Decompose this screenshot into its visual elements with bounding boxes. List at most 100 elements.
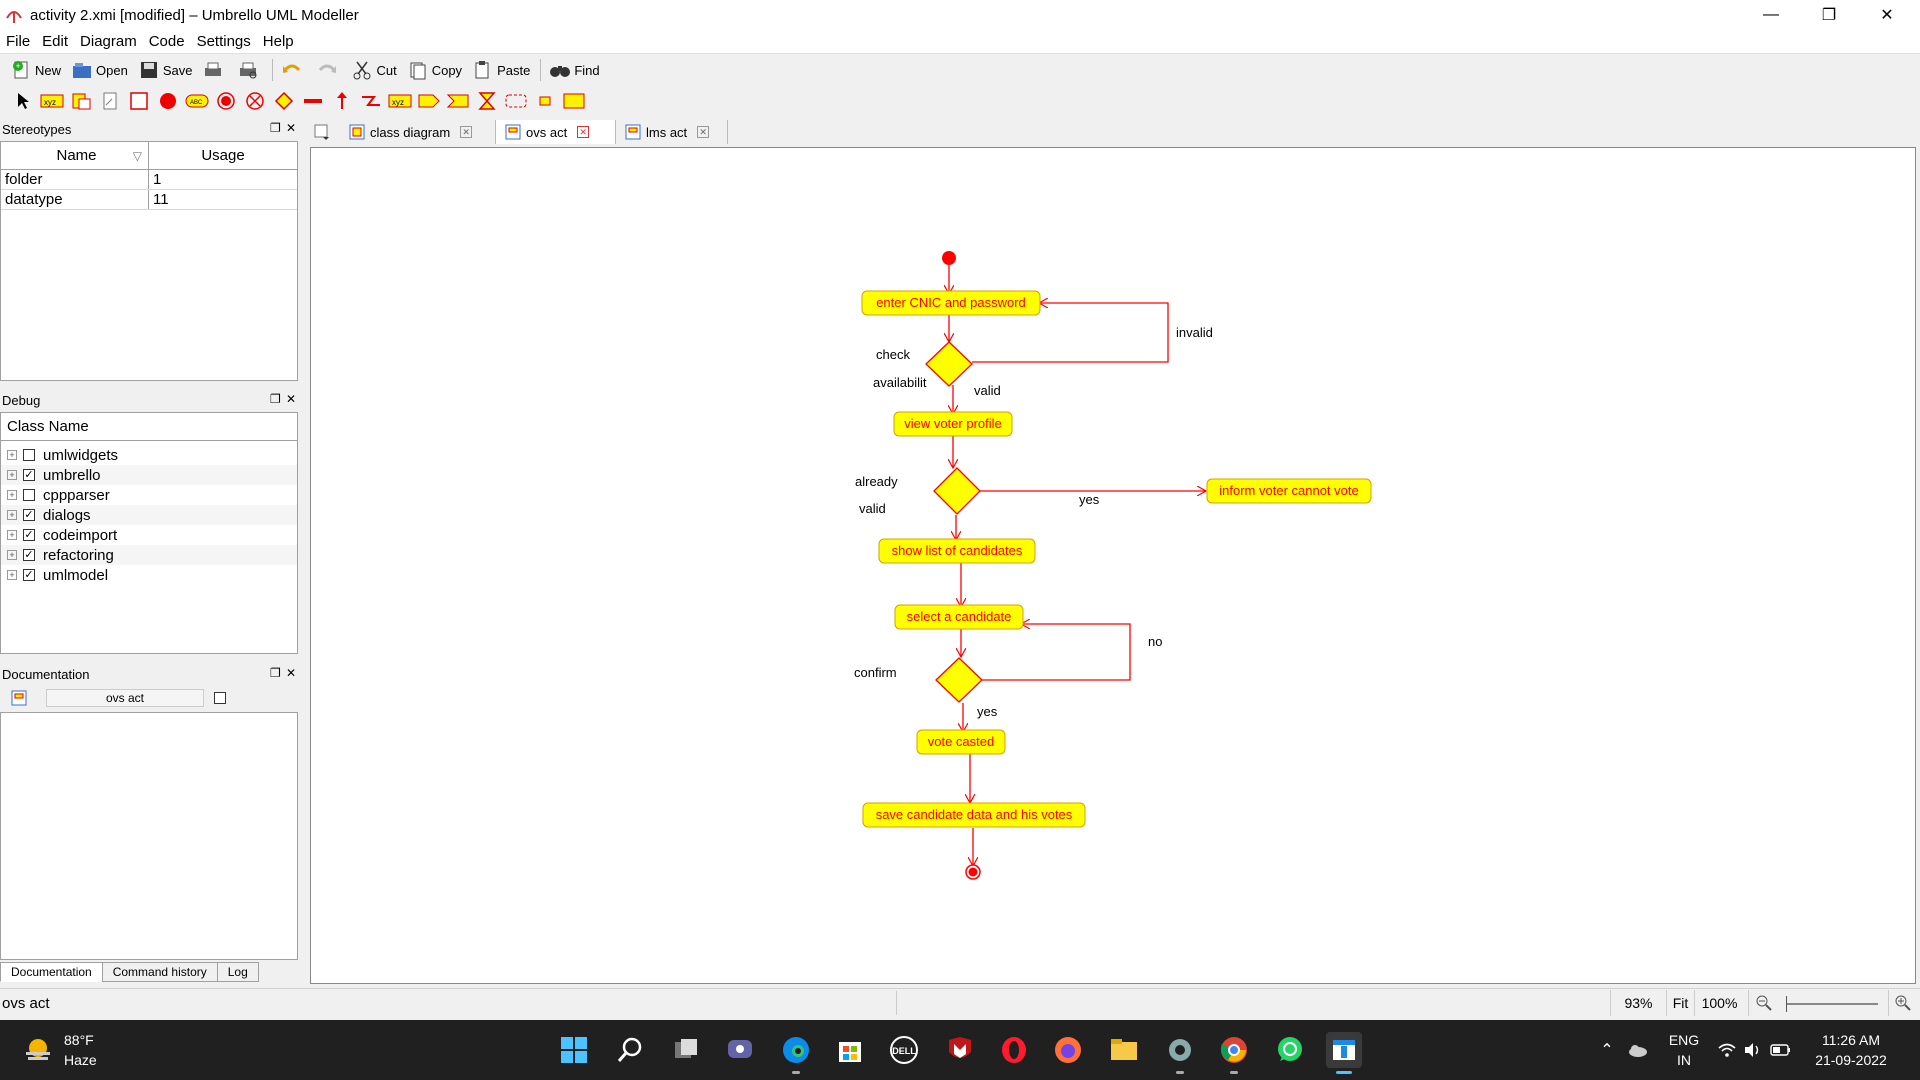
fork-join-icon[interactable] — [298, 89, 327, 113]
decision-node-confirm[interactable] — [935, 657, 983, 703]
pin-icon[interactable] — [530, 89, 559, 113]
paste-button[interactable]: Paste — [468, 57, 534, 83]
column-header-usage[interactable]: Usage — [201, 147, 245, 164]
table-row[interactable]: folder 1 — [1, 170, 297, 190]
checkbox[interactable]: ✓ — [23, 569, 35, 581]
debug-item-umlmodel[interactable]: +✓umlmodel — [1, 565, 297, 585]
activity-select-candidate[interactable] — [894, 604, 1024, 630]
print-button[interactable] — [198, 57, 231, 83]
float-icon[interactable]: ❐ — [270, 121, 281, 135]
new-button[interactable]: + New — [6, 57, 65, 83]
close-icon[interactable]: ✕ — [286, 121, 297, 135]
select-arrow-icon[interactable] — [8, 89, 37, 113]
expand-icon[interactable]: + — [7, 470, 17, 480]
undo-button[interactable] — [277, 57, 310, 83]
send-signal-icon[interactable] — [414, 89, 443, 113]
search-button[interactable] — [612, 1032, 648, 1068]
close-tab-icon[interactable]: ✕ — [697, 126, 710, 138]
close-icon[interactable]: ✕ — [286, 666, 297, 680]
float-icon[interactable]: ❐ — [270, 392, 281, 406]
initial-activity-icon[interactable] — [153, 89, 182, 113]
language-indicator[interactable]: ENG IN — [1654, 1030, 1714, 1070]
checkbox[interactable] — [23, 449, 35, 461]
diagram-canvas[interactable]: enter CNIC and password view voter profi… — [310, 147, 1916, 984]
expand-icon[interactable]: + — [7, 570, 17, 580]
documentation-textarea[interactable] — [0, 712, 298, 960]
minimize-icon[interactable]: — — [1763, 6, 1779, 23]
weather-widget[interactable]: 88°F Haze — [22, 1030, 97, 1070]
debug-item-dialogs[interactable]: +✓dialogs — [1, 505, 297, 525]
activity-vote-casted[interactable] — [916, 729, 1006, 755]
column-header-class-name[interactable]: Class Name — [1, 413, 297, 441]
branch-merge-icon[interactable] — [269, 89, 298, 113]
tab-ovs-act[interactable]: ovs act ✕ — [496, 120, 616, 144]
dell-button[interactable]: DELL — [886, 1032, 922, 1068]
expand-icon[interactable]: + — [7, 490, 17, 500]
menu-edit[interactable]: Edit — [42, 33, 69, 50]
checkbox[interactable] — [23, 489, 35, 501]
initial-node[interactable] — [942, 251, 956, 265]
checkbox[interactable]: ✓ — [23, 549, 35, 561]
tab-documentation[interactable]: Documentation — [0, 962, 103, 982]
documentation-checkbox[interactable] — [214, 692, 226, 704]
expand-icon[interactable]: + — [7, 450, 17, 460]
object-node-icon[interactable]: xyz — [37, 89, 66, 113]
decision-node-already[interactable] — [933, 467, 981, 515]
firefox-button[interactable] — [1050, 1032, 1086, 1068]
debug-item-cppparser[interactable]: +cppparser — [1, 485, 297, 505]
file-explorer-button[interactable] — [1106, 1032, 1142, 1068]
activity-save-data[interactable] — [862, 802, 1086, 828]
checkbox[interactable]: ✓ — [23, 529, 35, 541]
start-button[interactable] — [556, 1032, 592, 1068]
accept-signal-icon[interactable] — [443, 89, 472, 113]
expand-icon[interactable]: + — [7, 530, 17, 540]
debug-item-umbrello[interactable]: +✓umbrello — [1, 465, 297, 485]
partition-icon[interactable] — [559, 89, 588, 113]
activity-view-profile[interactable] — [893, 411, 1013, 437]
menu-settings[interactable]: Settings — [196, 33, 251, 50]
teams-chat-button[interactable] — [722, 1032, 758, 1068]
activity-inform-voter[interactable] — [1206, 478, 1372, 504]
time-event-icon[interactable] — [472, 89, 501, 113]
save-button[interactable]: Save — [134, 57, 197, 83]
wifi-icon[interactable] — [1714, 1042, 1740, 1058]
clock[interactable]: 11:26 AM 21-09-2022 — [1796, 1030, 1906, 1070]
zoom-out-icon[interactable] — [1748, 990, 1778, 1016]
volume-icon[interactable] — [1740, 1042, 1766, 1058]
print-preview-button[interactable] — [233, 57, 266, 83]
zoom-slider-handle[interactable] — [1786, 996, 1796, 1012]
close-icon[interactable]: ✕ — [1880, 7, 1894, 24]
settings-button[interactable] — [1162, 1032, 1198, 1074]
task-view-button[interactable] — [668, 1032, 704, 1068]
tab-lms-act[interactable]: lms act ✕ — [616, 120, 728, 144]
edge-button[interactable] — [778, 1032, 814, 1074]
final-activity-icon[interactable] — [240, 89, 269, 113]
umbrello-taskbar-button[interactable] — [1326, 1032, 1362, 1074]
expand-icon[interactable]: + — [7, 510, 17, 520]
debug-item-codeimport[interactable]: +✓codeimport — [1, 525, 297, 545]
tab-class-diagram[interactable]: class diagram ✕ — [340, 120, 496, 144]
zoom-in-icon[interactable] — [1888, 990, 1916, 1016]
note-icon[interactable] — [66, 89, 95, 113]
debug-item-umlwidgets[interactable]: +umlwidgets — [1, 445, 297, 465]
control-flow-icon[interactable] — [327, 89, 356, 113]
whatsapp-button[interactable] — [1272, 1032, 1308, 1068]
expand-icon[interactable]: + — [7, 550, 17, 560]
chevron-up-icon[interactable]: ⌃ — [1600, 1042, 1614, 1059]
end-activity-icon[interactable] — [211, 89, 240, 113]
restore-icon[interactable]: ❐ — [1821, 7, 1837, 24]
close-tab-icon[interactable]: ✕ — [577, 126, 590, 138]
region-icon[interactable] — [501, 89, 530, 113]
onedrive-cloud-icon[interactable] — [1622, 1042, 1654, 1058]
tab-log[interactable]: Log — [216, 962, 259, 982]
new-diagram-tab-button[interactable] — [308, 120, 338, 144]
store-button[interactable] — [832, 1032, 868, 1068]
close-tab-icon[interactable]: ✕ — [460, 126, 473, 138]
zoom-fit-button[interactable]: Fit — [1666, 990, 1694, 1016]
tab-command-history[interactable]: Command history — [101, 962, 218, 982]
activity-icon[interactable]: ABC — [182, 89, 211, 113]
checkbox[interactable]: ✓ — [23, 469, 35, 481]
find-button[interactable]: Find — [545, 57, 603, 83]
menu-help[interactable]: Help — [262, 33, 294, 50]
mcafee-button[interactable] — [942, 1032, 978, 1068]
